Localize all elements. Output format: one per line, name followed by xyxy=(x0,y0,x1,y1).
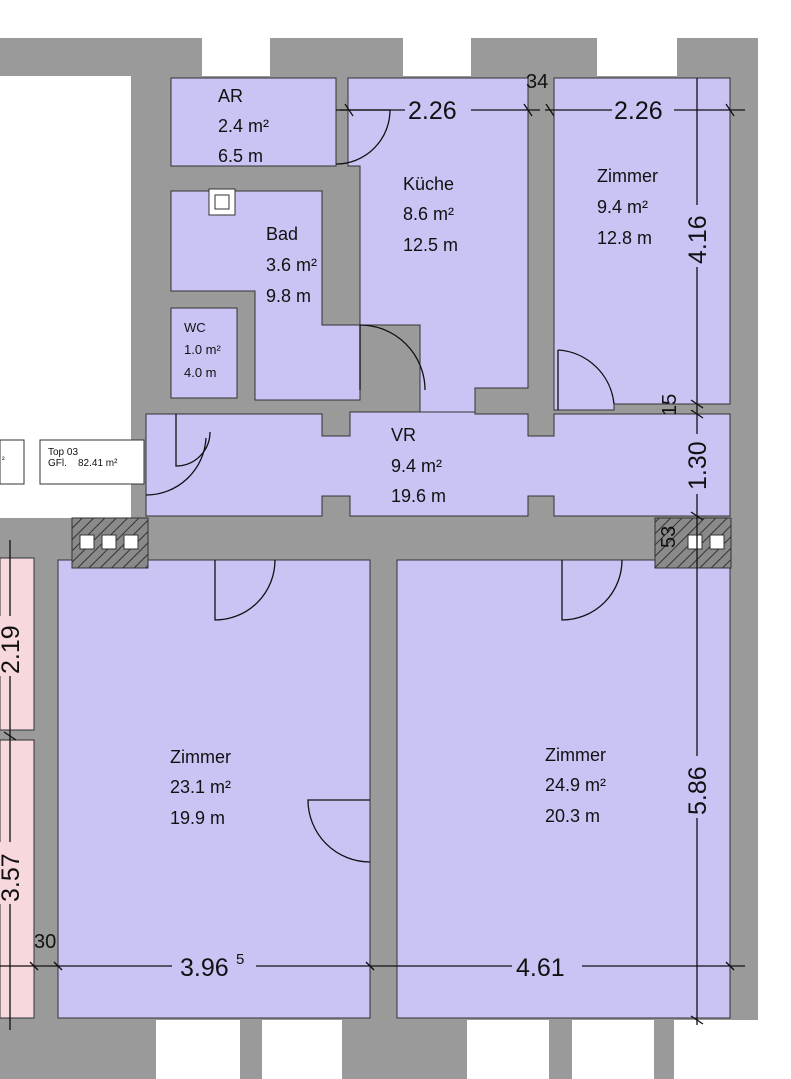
label-zimmer-top: Zimmer 9.4 m² 12.8 m xyxy=(597,166,658,248)
label-zimmer-left: Zimmer 23.1 m² 19.9 m xyxy=(170,747,231,828)
svg-text:3.6 m²: 3.6 m² xyxy=(266,255,317,275)
svg-text:20.3 m: 20.3 m xyxy=(545,806,600,826)
svg-text:AR: AR xyxy=(218,86,243,106)
dim-zimmer-left-width-sup: 5 xyxy=(236,951,244,968)
dim-wall-34: 34 xyxy=(526,71,548,93)
door-between-zimmer xyxy=(307,799,371,863)
svg-text:23.1 m²: 23.1 m² xyxy=(170,777,231,797)
dim-left-219: 2.19 xyxy=(0,625,25,674)
doors xyxy=(145,109,623,863)
svg-text:VR: VR xyxy=(391,425,416,445)
chimneys xyxy=(71,517,732,569)
room-ar xyxy=(170,77,337,167)
svg-text:19.9 m: 19.9 m xyxy=(170,808,225,828)
svg-text:12.8 m: 12.8 m xyxy=(597,228,652,248)
svg-text:6.5 m: 6.5 m xyxy=(218,146,263,166)
door-entrance xyxy=(145,437,207,496)
unit-box-gfl-value: 82.41 m² xyxy=(78,458,118,469)
svg-text:24.9 m²: 24.9 m² xyxy=(545,775,606,795)
svg-text:19.6 m: 19.6 m xyxy=(391,486,446,506)
door-kueche-bad xyxy=(359,324,426,391)
room-bad xyxy=(170,190,361,401)
dim-wall-30: 30 xyxy=(34,931,56,953)
left-box-text: ² xyxy=(2,455,5,464)
shaft xyxy=(208,188,236,216)
room-labels: AR 2.4 m² 6.5 m Küche 8.6 m² 12.5 m Zimm… xyxy=(170,86,658,828)
unit-box-name: Top 03 xyxy=(48,447,78,458)
dim-wall-53: 53 xyxy=(658,526,680,548)
svg-text:2.4 m²: 2.4 m² xyxy=(218,116,269,136)
dimension-lines xyxy=(0,78,745,1030)
room-wc xyxy=(170,307,238,399)
dim-zimmer-top-height: 4.16 xyxy=(684,215,712,264)
svg-text:12.5 m: 12.5 m xyxy=(403,235,458,255)
svg-text:9.8 m: 9.8 m xyxy=(266,286,311,306)
dim-vr-height: 1.30 xyxy=(684,441,712,490)
rooms xyxy=(57,77,731,1019)
room-zimmer-right xyxy=(396,559,731,1019)
dim-zimmer-left-width: 3.96 xyxy=(180,954,229,982)
dim-zimmer-right-width: 4.61 xyxy=(516,954,565,982)
room-zimmer-left xyxy=(57,559,371,1019)
svg-text:Zimmer: Zimmer xyxy=(545,745,606,765)
room-vr xyxy=(145,411,731,517)
label-kueche: Küche 8.6 m² 12.5 m xyxy=(403,174,458,255)
dim-left-357: 3.57 xyxy=(0,853,25,902)
svg-text:Zimmer: Zimmer xyxy=(597,166,658,186)
label-wc: WC 1.0 m² 4.0 m xyxy=(184,320,222,380)
door-zimmer-right xyxy=(561,559,623,621)
dimension-texts: 2.26 2.26 34 4.16 15 1.30 53 5.86 3.96 5… xyxy=(0,71,712,982)
unit-box: Top 03 GFl. 82.41 m² ² xyxy=(0,439,145,485)
label-ar: AR 2.4 m² 6.5 m xyxy=(218,86,269,166)
dim-zimmer-top-width: 2.26 xyxy=(614,97,663,125)
svg-text:8.6 m²: 8.6 m² xyxy=(403,204,454,224)
top-windows xyxy=(202,38,677,76)
door-ar xyxy=(335,109,391,165)
svg-text:9.4 m²: 9.4 m² xyxy=(391,456,442,476)
label-bad: Bad 3.6 m² 9.8 m xyxy=(266,224,317,306)
dim-kitchen-width: 2.26 xyxy=(408,97,457,125)
door-wc xyxy=(175,414,211,467)
svg-text:WC: WC xyxy=(184,320,206,335)
dim-zimmer-right-height: 5.86 xyxy=(684,766,712,815)
svg-text:Küche: Küche xyxy=(403,174,454,194)
svg-text:4.0 m: 4.0 m xyxy=(184,365,217,380)
unit-box-gfl-label: GFl. xyxy=(48,458,67,469)
svg-text:9.4 m²: 9.4 m² xyxy=(597,197,648,217)
label-zimmer-right: Zimmer 24.9 m² 20.3 m xyxy=(545,745,606,826)
label-vr: VR 9.4 m² 19.6 m xyxy=(391,425,446,506)
dim-wall-15: 15 xyxy=(659,394,681,416)
svg-text:1.0 m²: 1.0 m² xyxy=(184,342,222,357)
door-zimmer-left xyxy=(214,559,276,621)
svg-text:Zimmer: Zimmer xyxy=(170,747,231,767)
door-zimmer-top xyxy=(557,349,615,410)
svg-text:Bad: Bad xyxy=(266,224,298,244)
